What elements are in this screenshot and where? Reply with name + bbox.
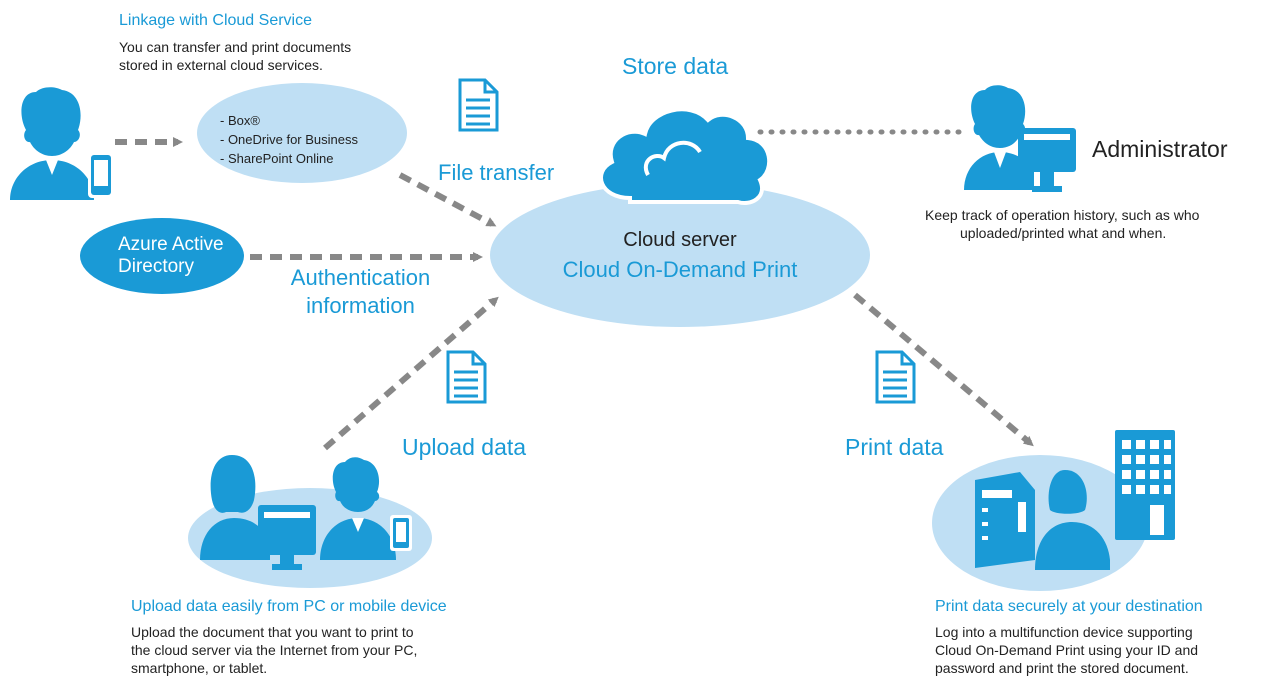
cloud-icon [599,107,772,205]
service-item-box: - Box® [220,113,260,128]
cloud-server-text: Cloud server Cloud On-Demand Print [490,226,870,286]
azure-label: Azure Active Directory [118,234,224,278]
arrow-cloud-to-print [853,292,1034,447]
service-item-sharepoint: - SharePoint Online [220,151,334,166]
cloud-service-description-line2: stored in external cloud services. [119,57,323,73]
service-item-onedrive: - OneDrive for Business [220,132,358,147]
authentication-label-line1: Authentication [290,265,431,290]
administrator-title: Administrator [1092,136,1228,162]
azure-ellipse [80,218,244,294]
cloud-service-ellipse [197,83,407,183]
administrator-icon [964,85,1076,192]
authentication-label-line2: information [306,293,415,318]
cloud-service-heading: Linkage with Cloud Service [119,12,312,29]
upload-data-label: Upload data [402,434,527,460]
document-icon-file-transfer [458,78,499,132]
print-section-line2: Cloud On-Demand Print using your ID and [935,642,1199,658]
upload-section-line2: the cloud server via the Internet from y… [131,642,418,658]
document-icon-upload [446,350,487,404]
file-transfer-label: File transfer [438,160,555,185]
cloud-server-ellipse [490,183,870,327]
print-data-label: Print data [845,434,944,460]
azure-label-line2: Directory [118,256,195,277]
cloud-service-description: You can transfer and print documents sto… [119,38,351,74]
print-section-description: Log into a multifunction device supporti… [935,623,1198,677]
arrow-upload-to-cloud [323,296,499,451]
cloud-server-title: Cloud server [623,229,737,251]
upload-section-description: Upload the document that you want to pri… [131,623,417,677]
upload-section-line3: smartphone, or tablet. [131,660,268,676]
azure-label-line1: Azure Active [118,234,224,255]
administrator-description-line1: Keep track of operation history, such as… [925,207,1200,223]
administrator-description-line2: uploaded/printed what and when. [960,225,1167,241]
upload-section-line1: Upload the document that you want to pri… [131,624,414,640]
arrow-services-to-cloud [398,172,497,227]
document-icon-print [875,350,916,404]
store-data-label: Store data [622,53,729,79]
print-destination-icon [975,430,1175,570]
cloud-service-description-line1: You can transfer and print documents [119,39,352,55]
authentication-label: Authentication information [268,264,453,320]
mobile-user-icon [10,87,114,200]
print-section-line3: password and print the stored document. [935,660,1189,676]
upload-users-icon [200,455,412,570]
cloud-server-product: Cloud On-Demand Print [562,257,798,282]
print-section-heading: Print data securely at your destination [935,598,1203,615]
print-section-line1: Log into a multifunction device supporti… [935,624,1193,640]
administrator-description: Keep track of operation history, such as… [925,206,1199,242]
services-list: - Box® - OneDrive for Business - SharePo… [220,111,358,168]
upload-section-heading: Upload data easily from PC or mobile dev… [131,598,447,615]
